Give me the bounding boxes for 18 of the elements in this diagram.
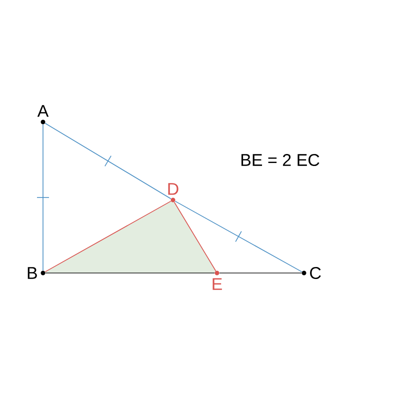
line-segment: [174, 202, 216, 272]
point: [40, 120, 46, 124]
point: [40, 270, 46, 276]
point-label: C: [310, 266, 321, 280]
line-segment: [45, 272, 215, 274]
equation: BE = 2 EC: [241, 154, 320, 166]
point-label: E: [212, 278, 222, 290]
line-segment: [42, 124, 44, 271]
point: [170, 198, 176, 202]
point-label: A: [37, 105, 49, 117]
line-segment: [174, 200, 302, 272]
line-segment: [219, 272, 302, 274]
point: [302, 270, 306, 276]
line-segment: [44, 122, 172, 200]
point-label: B: [28, 267, 37, 279]
point: [214, 270, 220, 276]
line-segment: [44, 200, 172, 272]
point-label: D: [168, 183, 178, 195]
